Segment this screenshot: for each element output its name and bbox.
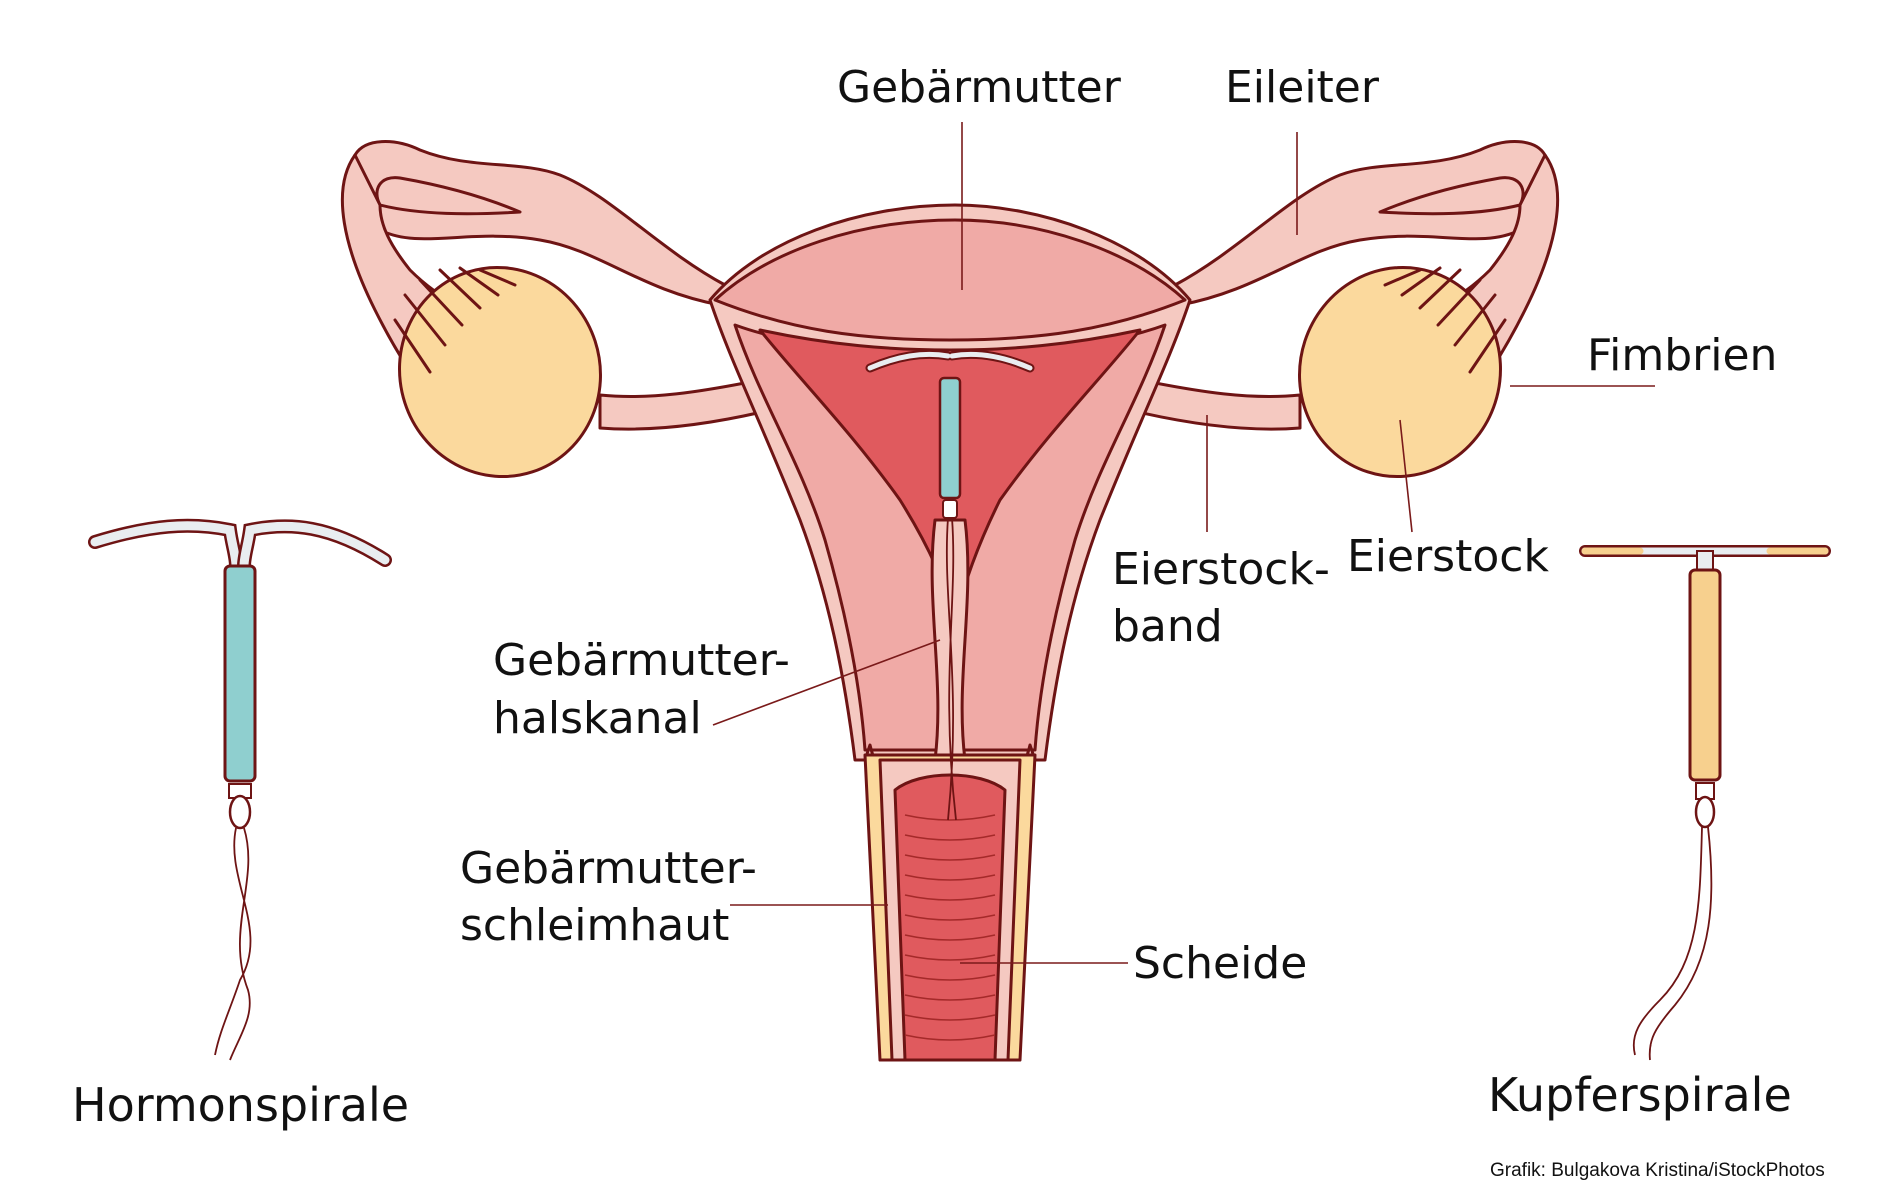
label-fimbriae: Fimbrien <box>1587 330 1777 381</box>
label-endometrium-line1: Gebärmutter- <box>460 843 757 894</box>
right-fimbriae-fingers <box>1383 266 1507 374</box>
image-credit: Grafik: Bulgakova Kristina/iStockPhotos <box>1490 1160 1825 1181</box>
left-ovarian-ligament <box>598 378 764 431</box>
hormone-iud-illustration <box>88 518 392 1061</box>
copper-iud-illustration <box>1579 545 1831 1061</box>
vaginal-rugae <box>904 814 996 1041</box>
label-hormone-iud: Hormonspirale <box>72 1078 409 1132</box>
label-vagina: Scheide <box>1133 938 1307 989</box>
label-uterus: Gebärmutter <box>837 62 1122 113</box>
label-ovarian-ligament-line2: band <box>1112 601 1223 652</box>
leader-lines <box>712 122 1655 964</box>
anatomy-illustration <box>340 140 1560 1062</box>
labels: Gebärmutter Eileiter Fimbrien Eierstock … <box>72 62 1825 1181</box>
label-ovary: Eierstock <box>1347 531 1549 582</box>
label-copper-iud: Kupferspirale <box>1488 1068 1792 1122</box>
label-endometrium-line2: schleimhaut <box>460 900 729 951</box>
label-cervical-canal-line1: Gebärmutter- <box>493 635 790 686</box>
leader-ovary <box>1399 419 1413 533</box>
label-ovarian-ligament-line1: Eierstock- <box>1112 544 1330 595</box>
leader-canal <box>712 639 941 726</box>
uterus-fundus <box>713 218 1187 342</box>
placed-iud <box>865 349 1035 821</box>
label-fallopian-tube: Eileiter <box>1225 62 1380 113</box>
left-fimbriae-fingers <box>393 266 517 374</box>
vaginal-lumen <box>893 773 1007 1062</box>
right-ovarian-ligament <box>1136 378 1302 431</box>
label-cervical-canal-line2: halskanal <box>493 693 702 744</box>
